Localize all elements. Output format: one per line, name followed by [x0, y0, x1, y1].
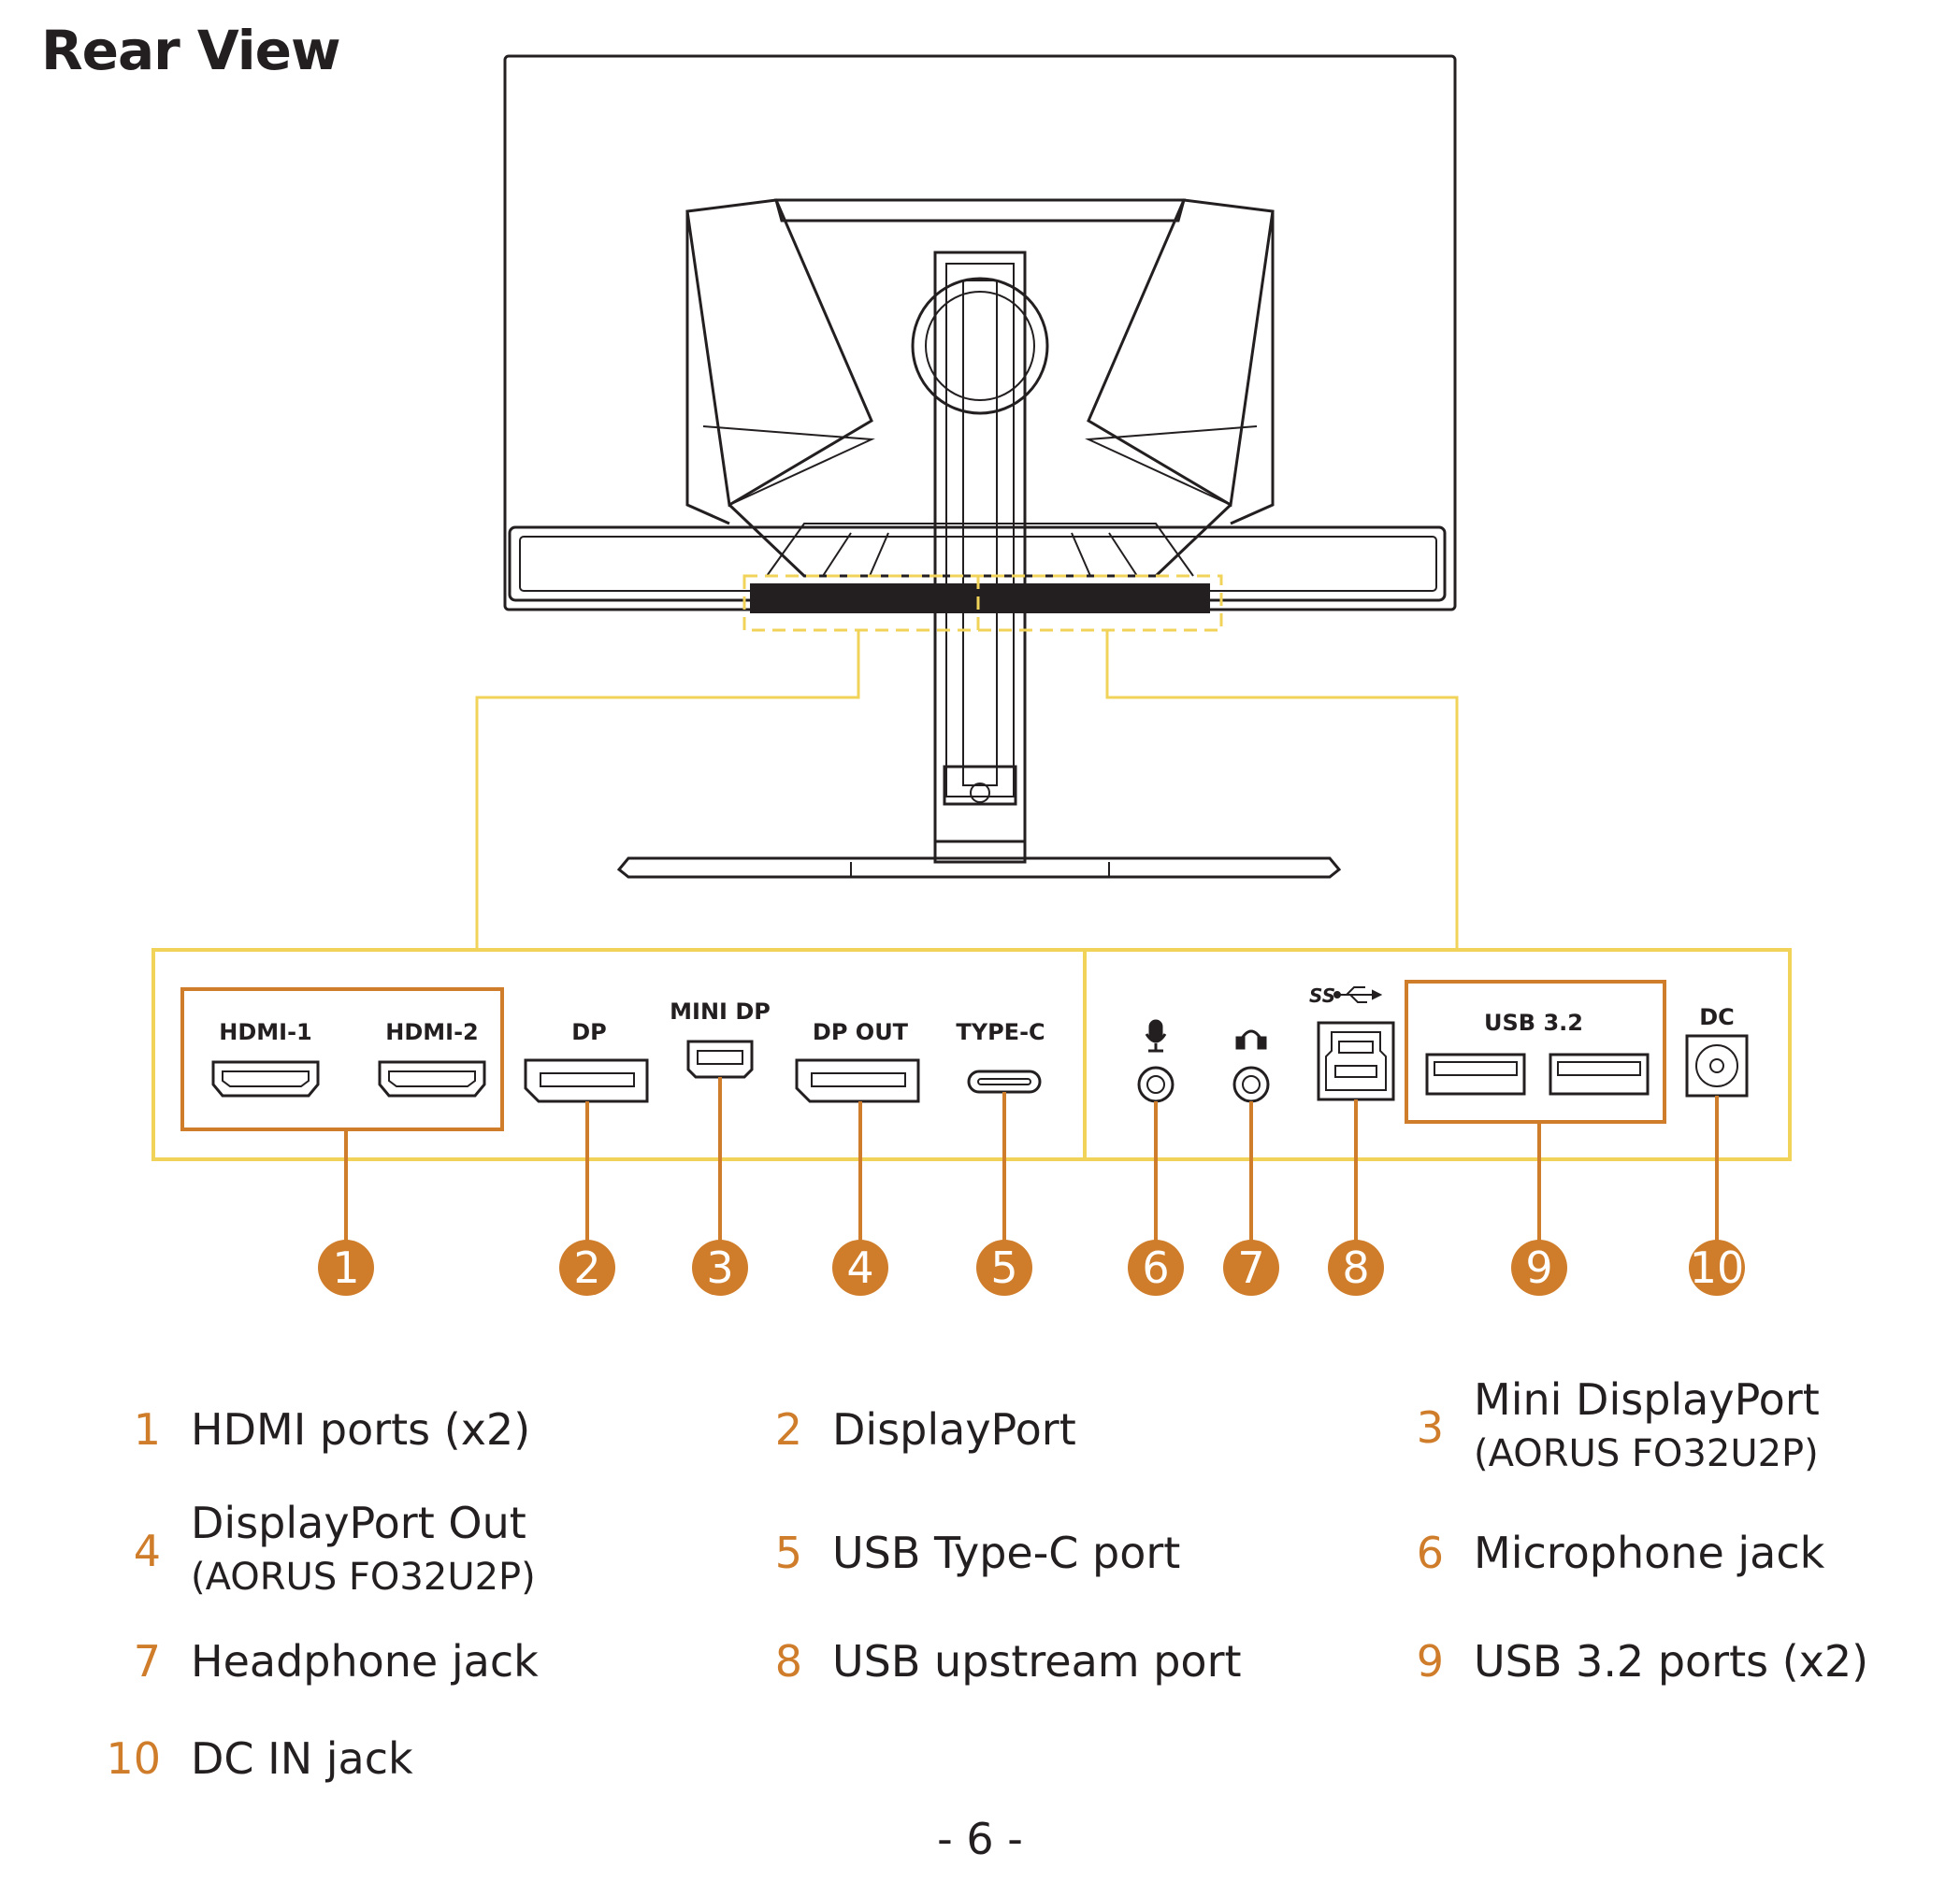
legend-text: DisplayPort Out	[191, 1498, 526, 1548]
legend-num: 1	[133, 1404, 161, 1455]
legend-text: DisplayPort	[832, 1404, 1076, 1455]
hdmi2-label: HDMI-2	[385, 1019, 478, 1045]
hdmi1-port	[211, 1060, 320, 1098]
dp-label: DP	[571, 1019, 607, 1045]
legend-item-4: 4 DisplayPort Out (AORUS FO32U2P)	[94, 1496, 536, 1604]
legend-num: 8	[774, 1636, 802, 1687]
callout-10: 10	[1689, 1240, 1745, 1296]
legend-num: 5	[774, 1528, 802, 1578]
hdmi1-label: HDMI-1	[219, 1019, 311, 1045]
usb32-port-1	[1425, 1053, 1526, 1096]
legend-text: Headphone jack	[191, 1636, 539, 1687]
callout-8: 8	[1328, 1240, 1384, 1296]
hdmi-group-box	[180, 987, 504, 1131]
stand-hinge	[911, 277, 1049, 415]
legend-text: USB 3.2 ports (x2)	[1474, 1636, 1869, 1687]
legend-num: 9	[1416, 1636, 1444, 1687]
svg-text:SS: SS	[1309, 984, 1335, 1007]
legend-item-10: 10 DC IN jack	[94, 1731, 413, 1786]
usb32-port-2	[1549, 1053, 1650, 1096]
legend-item-3: 3 Mini DisplayPort (AORUS FO32U2P)	[1376, 1372, 1820, 1481]
legend-text: DC IN jack	[191, 1733, 413, 1784]
callout-1: 1	[318, 1240, 374, 1296]
legend-item-7: 7 Headphone jack	[94, 1634, 539, 1688]
legend-num: 7	[133, 1636, 161, 1687]
callout-2: 2	[559, 1240, 615, 1296]
headphone-icon	[1235, 1029, 1267, 1050]
svg-text:2: 2	[573, 1242, 600, 1293]
mini-dp-label: MINI DP	[670, 998, 771, 1025]
legend-text: HDMI ports (x2)	[191, 1404, 531, 1455]
housing-left-wing	[685, 198, 873, 508]
type-c-port	[967, 1070, 1042, 1094]
usb-superspeed-icon: SS	[1309, 984, 1383, 1007]
dp-port	[524, 1058, 649, 1103]
legend-item-5: 5 USB Type-C port	[735, 1526, 1181, 1580]
monitor-illustration	[503, 54, 1457, 879]
callout-4: 4	[832, 1240, 888, 1296]
callouts: 1 2 3 4 5 6 7 8 9 10	[318, 1240, 1745, 1296]
svg-text:9: 9	[1525, 1242, 1552, 1293]
legend-num: 4	[133, 1526, 161, 1576]
legend-item-2: 2 DisplayPort	[735, 1402, 1076, 1457]
svg-text:4: 4	[846, 1242, 873, 1293]
legend-num: 6	[1416, 1528, 1444, 1578]
legend-subtext: (AORUS FO32U2P)	[1474, 1432, 1819, 1475]
legend-text-block: Mini DisplayPort (AORUS FO32U2P)	[1474, 1372, 1820, 1481]
page-title: Rear View	[41, 19, 341, 82]
dp-out-port	[795, 1058, 920, 1103]
legend-text: Mini DisplayPort	[1474, 1374, 1820, 1425]
callout-leaders	[344, 1077, 1719, 1243]
dp-out-label: DP OUT	[813, 1019, 909, 1045]
legend-num: 3	[1416, 1402, 1444, 1453]
io-panel: HDMI-1 HDMI-2 DP MINI DP DP OUT TYPE-C U…	[151, 948, 1792, 1161]
hdmi2-port	[378, 1060, 486, 1098]
zoom-leader-lines	[475, 630, 1459, 950]
legend-item-6: 6 Microphone jack	[1376, 1526, 1825, 1580]
svg-text:10: 10	[1690, 1242, 1745, 1293]
svg-text:6: 6	[1142, 1242, 1169, 1293]
svg-text:3: 3	[706, 1242, 733, 1293]
legend-text: USB Type-C port	[832, 1528, 1181, 1578]
page-number: - 6 -	[937, 1814, 1023, 1864]
svg-text:8: 8	[1342, 1242, 1369, 1293]
legend-subtext: (AORUS FO32U2P)	[191, 1556, 536, 1599]
svg-text:1: 1	[332, 1242, 359, 1293]
stand-base	[616, 856, 1342, 879]
microphone-icon	[1145, 1019, 1167, 1053]
callout-3: 3	[692, 1240, 748, 1296]
dc-label: DC	[1699, 1004, 1735, 1030]
rear-view-diagram: HDMI-1 HDMI-2 DP MINI DP DP OUT TYPE-C U…	[151, 54, 1792, 1296]
legend-item-1: 1 HDMI ports (x2)	[94, 1402, 530, 1457]
housing-right-wing	[1087, 198, 1275, 508]
usb32-label: USB 3.2	[1484, 1010, 1583, 1036]
callout-9: 9	[1511, 1240, 1567, 1296]
type-c-label: TYPE-C	[956, 1019, 1045, 1045]
callout-6: 6	[1128, 1240, 1184, 1296]
legend-text-block: DisplayPort Out (AORUS FO32U2P)	[191, 1496, 536, 1604]
callout-7: 7	[1223, 1240, 1279, 1296]
legend-num: 10	[106, 1733, 161, 1784]
mic-jack	[1137, 1066, 1175, 1103]
stand-neck	[933, 251, 1027, 843]
headphone-jack	[1232, 1066, 1270, 1103]
usb32-group-box	[1405, 980, 1666, 1124]
mini-dp-port	[686, 1040, 754, 1079]
legend-num: 2	[774, 1404, 802, 1455]
io-area-highlight	[742, 574, 1223, 632]
legend-item-8: 8 USB upstream port	[735, 1634, 1242, 1688]
usb-upstream-port	[1317, 1021, 1395, 1101]
callout-5: 5	[976, 1240, 1032, 1296]
svg-text:7: 7	[1237, 1242, 1264, 1293]
legend-text: USB upstream port	[832, 1636, 1242, 1687]
legend-text: Microphone jack	[1474, 1528, 1825, 1578]
legend-item-9: 9 USB 3.2 ports (x2)	[1376, 1634, 1868, 1688]
svg-text:5: 5	[990, 1242, 1017, 1293]
